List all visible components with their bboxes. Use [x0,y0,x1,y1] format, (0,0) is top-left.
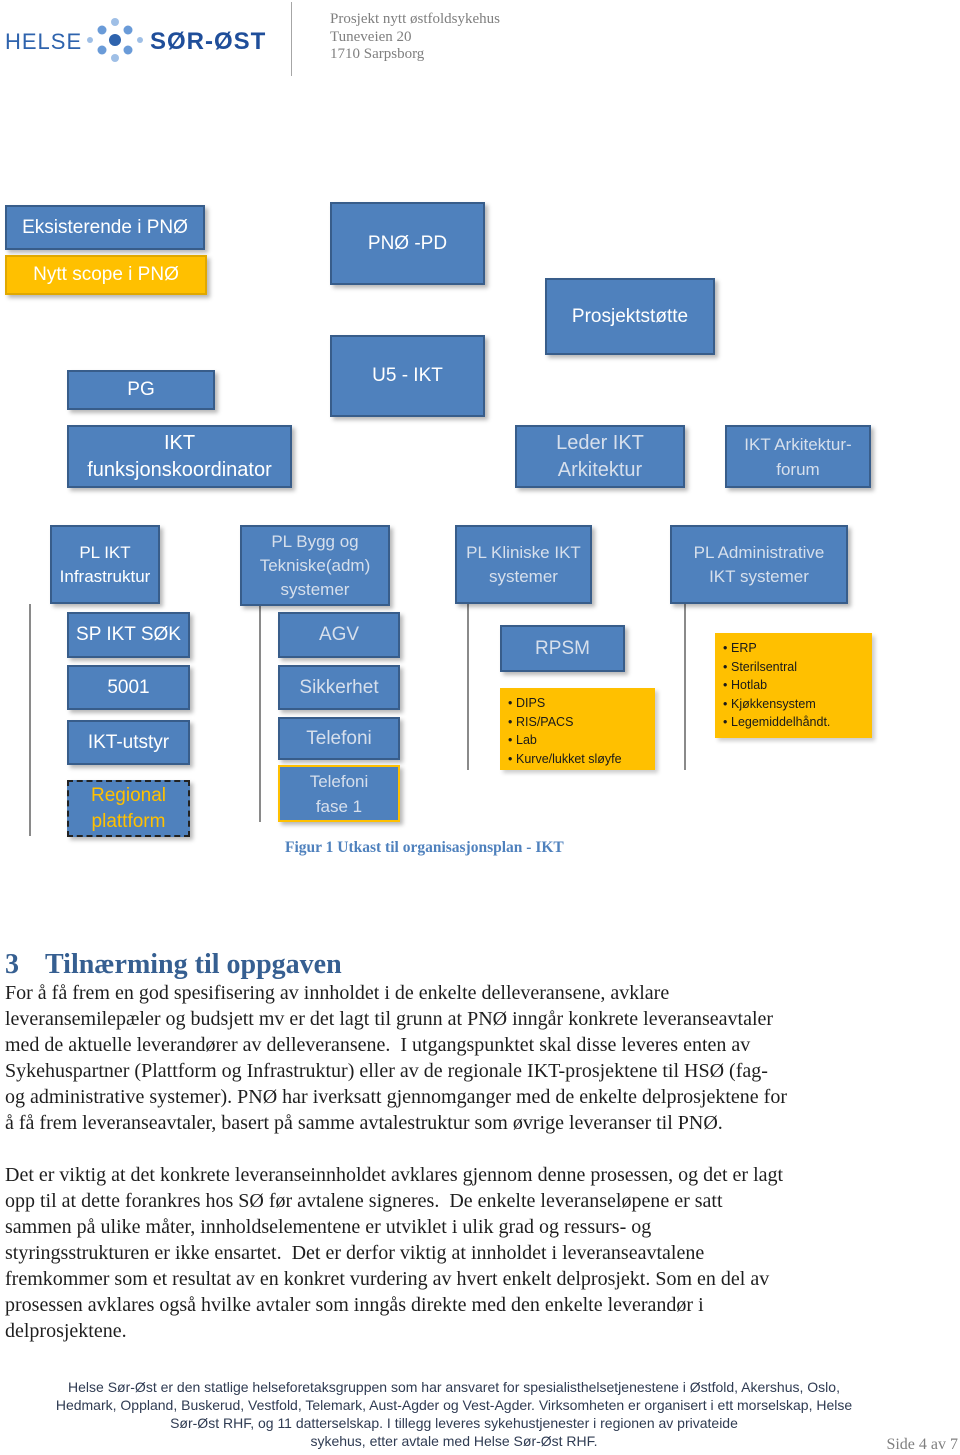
header-divider [291,2,292,76]
box-pno-pd: PNØ -PD [330,202,485,285]
paragraph-line: leveransemilepæler og budsjett mv er det… [5,1008,774,1030]
box-pl-administrative-ikt-systemer: PL Administrative IKT systemer [670,525,848,604]
list-item: Sterilsentral [723,658,864,677]
logo-dots-icon [87,18,143,62]
legend-new-scope: Nytt scope i PNØ [5,255,207,295]
box-rpsm: RPSM [500,625,625,672]
list-item: RIS/PACS [508,713,647,732]
page-footer: Helse Sør-Øst er den statlige helseforet… [0,1378,908,1450]
box-leder-ikt-arkitektur: Leder IKT Arkitektur [515,425,685,488]
paragraph-line: fremkommer som et resultat av en konkret… [5,1268,770,1290]
box-pl-ikt-infrastruktur: PL IKT Infrastruktur [50,525,160,604]
box-telefoni: Telefoni [278,717,400,760]
legend-existing: Eksisterende i PNØ [5,205,205,250]
address-line: Tuneveien 20 [330,28,412,45]
footer-line: Sør-Øst RHF, og 11 datterselskap. I till… [170,1415,738,1431]
paragraph-line: Det er viktig at det konkrete leveransei… [5,1164,784,1186]
list-clinical-systems: DIPS RIS/PACS Lab Kurve/lukket sløyfe [500,688,655,770]
box-ikt-funksjonskoordinator: IKT funksjonskoordinator [67,425,292,488]
connector-line [259,605,261,822]
paragraph-line: delprosjektene. [5,1320,127,1342]
connector-line [29,604,31,836]
footer-line: sykehus, etter avtale med Helse Sør-Øst … [310,1433,598,1449]
box-agv: AGV [278,612,400,658]
paragraph-line: sammen på ulike måter, innholdselementen… [5,1216,652,1238]
address-line: Prosjekt nytt østfoldsykehus [330,11,501,27]
connector-line [467,604,469,770]
page-number: Side 4 av 7 [886,1436,958,1453]
logo-text-helse: HELSE [5,29,83,54]
paragraph-line: prosessen avklares også hvilke avtaler s… [5,1294,704,1316]
section-title: Tilnærming til oppgaven [45,949,342,980]
logo-text-sor-ost: SØR-ØST [150,28,267,55]
list-item: Kurve/lukket sløyfe [508,750,647,769]
paragraph-line: og administrative systemer). PNØ har ive… [5,1086,787,1108]
list-item: Lab [508,731,647,750]
paragraph-line: Sykehuspartner (Plattform og Infrastrukt… [5,1060,768,1082]
paragraph: For å få frem en god spesifisering av in… [5,980,787,1136]
box-prosjektstotte: Prosjektstøtte [545,278,715,355]
box-pl-bygg-tekniske-systemer: PL Bygg og Tekniske(adm) systemer [240,525,390,606]
list-administrative-systems: ERP Sterilsentral Hotlab Kjøkkensystem L… [715,633,872,738]
address-line: 1710 Sarpsborg [330,46,425,62]
section-number: 3 [5,949,19,980]
box-regional-plattform: Regional plattform [67,780,190,837]
list-item: ERP [723,639,864,658]
footer-line: Helse Sør-Øst er den statlige helseforet… [68,1379,840,1395]
connector-line [684,604,686,770]
box-5001: 5001 [67,665,190,710]
paragraph-line: opp til at dette forankres hos SØ før av… [5,1190,723,1212]
box-pl-kliniske-ikt-systemer: PL Kliniske IKT systemer [455,525,592,604]
list-item: Legemiddelhåndt. [723,713,864,732]
paragraph-line: styringsstrukturen er ikke ensartet. Det… [5,1242,705,1264]
paragraph: Det er viktig at det konkrete leveransei… [5,1162,783,1344]
box-telefoni-fase-1: Telefoni fase 1 [278,765,400,822]
box-ikt-utstyr: IKT-utstyr [67,720,190,765]
box-pg: PG [67,370,215,410]
box-sp-ikt-sok: SP IKT SØK [67,612,190,658]
footer-line: Hedmark, Oppland, Buskerud, Vestfold, Te… [55,1397,853,1413]
list-item: Kjøkkensystem [723,695,864,714]
paragraph-line: For å få frem en god spesifisering av in… [5,982,670,1004]
paragraph-line: med de aktuelle leverandører av dellever… [5,1034,751,1056]
figure-caption: Figur 1 Utkast til organisasjonsplan - I… [285,839,564,856]
box-sikkerhet: Sikkerhet [278,665,400,710]
paragraph-line: å få frem leveranseavtaler, basert på sa… [5,1112,723,1134]
list-item: Hotlab [723,676,864,695]
header-address: Prosjekt nytt østfoldsykehus Tuneveien 2… [330,11,500,64]
box-ikt-arkitekturforum: IKT Arkitektur- forum [725,425,871,488]
list-item: DIPS [508,694,647,713]
box-u5-ikt: U5 - IKT [330,335,485,417]
